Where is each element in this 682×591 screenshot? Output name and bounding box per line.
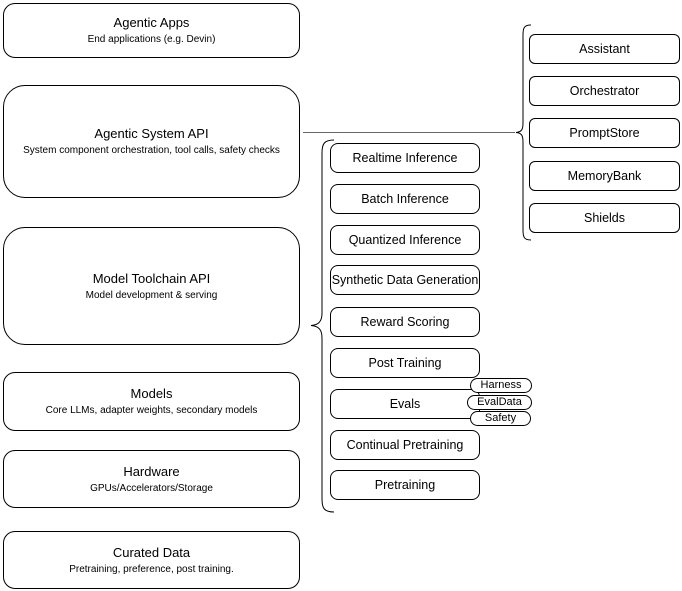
- tag-evaldata: EvalData: [467, 395, 532, 410]
- tag-safety: Safety: [470, 411, 531, 426]
- node-agentic-apps: Agentic Apps End applications (e.g. Devi…: [3, 3, 300, 58]
- tag-harness: Harness: [470, 378, 532, 393]
- node-subtitle: Core LLMs, adapter weights, secondary mo…: [45, 405, 258, 416]
- node-title: Agentic System API: [94, 126, 209, 141]
- node-reward-scoring: Reward Scoring: [330, 307, 480, 337]
- node-batch-inference: Batch Inference: [330, 184, 480, 214]
- node-continual-pretraining: Continual Pretraining: [330, 430, 480, 460]
- node-synthetic-data-generation: Synthetic Data Generation: [330, 265, 480, 295]
- node-evals: Evals: [330, 389, 480, 419]
- node-shields: Shields: [529, 203, 680, 233]
- node-orchestrator: Orchestrator: [529, 76, 680, 106]
- node-title: Model Toolchain API: [92, 270, 211, 286]
- node-title: Hardware: [123, 463, 180, 479]
- node-subtitle: GPUs/Accelerators/Storage: [90, 482, 213, 494]
- node-quantized-inference: Quantized Inference: [330, 225, 480, 255]
- node-realtime-inference: Realtime Inference: [330, 143, 480, 173]
- node-memorybank: MemoryBank: [529, 161, 680, 191]
- node-title: Curated Data: [112, 544, 191, 560]
- node-agentic-system-api: Agentic System API System component orch…: [3, 85, 300, 198]
- node-subtitle: Model development & serving: [85, 289, 218, 301]
- node-subtitle: End applications (e.g. Devin): [87, 34, 216, 45]
- node-models: Models Core LLMs, adapter weights, secon…: [3, 372, 300, 431]
- node-pretraining: Pretraining: [330, 470, 480, 500]
- node-title: Models: [130, 386, 173, 401]
- node-subtitle: System component orchestration, tool cal…: [23, 145, 280, 156]
- node-post-training: Post Training: [330, 348, 480, 378]
- node-title: Agentic Apps: [113, 15, 190, 30]
- node-hardware: Hardware GPUs/Accelerators/Storage: [3, 450, 300, 508]
- node-assistant: Assistant: [529, 34, 680, 64]
- node-model-toolchain-api: Model Toolchain API Model development & …: [3, 227, 300, 345]
- node-curated-data: Curated Data Pretraining, preference, po…: [3, 531, 300, 589]
- node-promptstore: PromptStore: [529, 118, 680, 148]
- node-subtitle: Pretraining, preference, post training.: [69, 563, 234, 575]
